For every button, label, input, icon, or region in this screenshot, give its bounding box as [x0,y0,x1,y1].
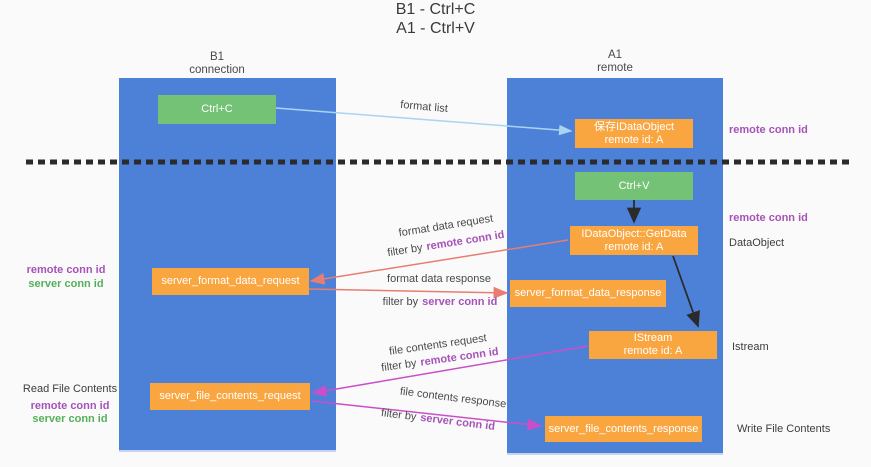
lifeline-b1-title: B1 [209,51,225,63]
label-format-list: format list [399,98,449,116]
node-save-dataobject-line2: remote id: A [604,133,664,146]
label-format-data-response: format data response [387,273,491,285]
node-ctrl-c-label: Ctrl+C [201,103,233,115]
node-server-format-data-response: server_format_data_response [510,280,666,307]
annotation-write-file-contents: Write File Contents [737,423,831,435]
node-getdata: IDataObject::GetData remote id: A [570,226,698,255]
node-istream-line2: remote id: A [623,345,683,357]
annotation-server-conn-id-left-2: server conn id [32,413,108,425]
lifeline-a1-title: A1 [607,49,623,61]
node-server-format-data-request-label: server_format_data_request [161,275,300,287]
server-conn-id-text: server conn id [419,411,496,433]
annotation-read-file-contents: Read File Contents [22,383,118,395]
title-line-2: A1 - Ctrl+V [396,20,475,37]
annotation-remote-conn-id-top-right: remote conn id [729,124,808,136]
label-file-contents-response: file contents response [399,385,507,411]
annotation-left-conn-ids-1: remote conn id server conn id [22,264,110,291]
node-server-format-data-request: server_format_data_request [152,268,309,295]
filter-by-text: filter by [382,296,419,308]
filter-by-text: filter by [380,407,418,424]
node-server-file-contents-request-label: server_file_contents_request [159,390,301,402]
node-istream-line1: IStream [633,332,673,344]
node-istream: IStream remote id: A [589,331,717,359]
node-server-file-contents-request: server_file_contents_request [150,383,310,410]
arrow-format-data-response [308,286,509,299]
lifeline-header-b1: B1 connection [147,51,287,77]
node-ctrl-v: Ctrl+V [575,172,693,200]
node-server-file-contents-response: server_file_contents_response [545,416,702,442]
node-server-format-data-response-label: server_format_data_response [514,287,662,299]
filter-by-text: filter by [386,241,424,260]
node-ctrl-c: Ctrl+C [158,95,276,124]
lifeline-header-a1: A1 remote [545,49,685,75]
annotation-left-conn-ids-2: Read File Contents remote conn id server… [20,383,120,427]
annotation-remote-conn-id-mid-right: remote conn id [729,212,808,224]
annotation-remote-conn-id-left-2: remote conn id [30,399,110,412]
server-conn-id-text: server conn id [422,296,498,308]
annotation-dataobject: DataObject [729,237,785,249]
node-getdata-line1: IDataObject::GetData [581,227,687,240]
title-line-1: B1 - Ctrl+C [395,1,476,18]
node-server-file-contents-response-label: server_file_contents_response [548,422,699,435]
diagram-title: B1 - Ctrl+C A1 - Ctrl+V [0,0,871,38]
node-save-dataobject: 保存IDataObject remote id: A [575,119,693,148]
node-getdata-line2: remote id: A [604,240,664,253]
node-save-dataobject-line1: 保存IDataObject [593,120,675,133]
lifeline-a1-subtitle: remote [597,62,633,74]
annotation-istream: Istream [732,341,769,353]
annotation-remote-conn-id-left-1: remote conn id [26,264,106,276]
lifeline-b1-subtitle: connection [189,64,245,76]
annotation-server-conn-id-left-1: server conn id [28,277,104,290]
node-ctrl-v-label: Ctrl+V [618,179,650,192]
filter-by-text: filter by [380,357,418,375]
